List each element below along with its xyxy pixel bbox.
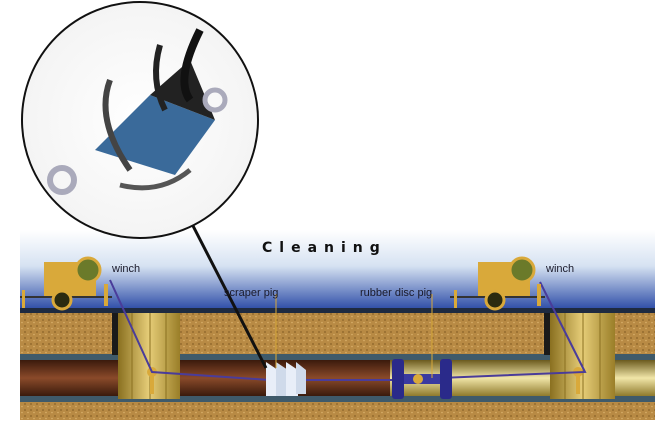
label-winch-left: winch	[111, 263, 140, 275]
diagram-title: Cleaning	[262, 240, 387, 256]
winch-cable-right	[439, 281, 587, 379]
scraper-pig	[266, 362, 306, 396]
right-shaft	[544, 313, 615, 399]
rubber-disc-pig	[392, 359, 452, 399]
scraper-pig-closeup	[21, 1, 259, 239]
label-winch-right: winch	[545, 263, 574, 275]
dirty-pipe-section	[20, 360, 390, 396]
left-shaft	[112, 313, 180, 399]
ground-surface	[20, 308, 655, 313]
winch-left	[20, 256, 112, 311]
winch-cable-left	[109, 279, 271, 381]
winch-right	[450, 256, 545, 311]
label-scraper-pig: scraper pig	[224, 287, 278, 299]
magnifier-pointer	[188, 219, 268, 369]
label-rubber-disc-pig: rubber disc pig	[360, 287, 432, 299]
sky-band	[20, 230, 655, 310]
